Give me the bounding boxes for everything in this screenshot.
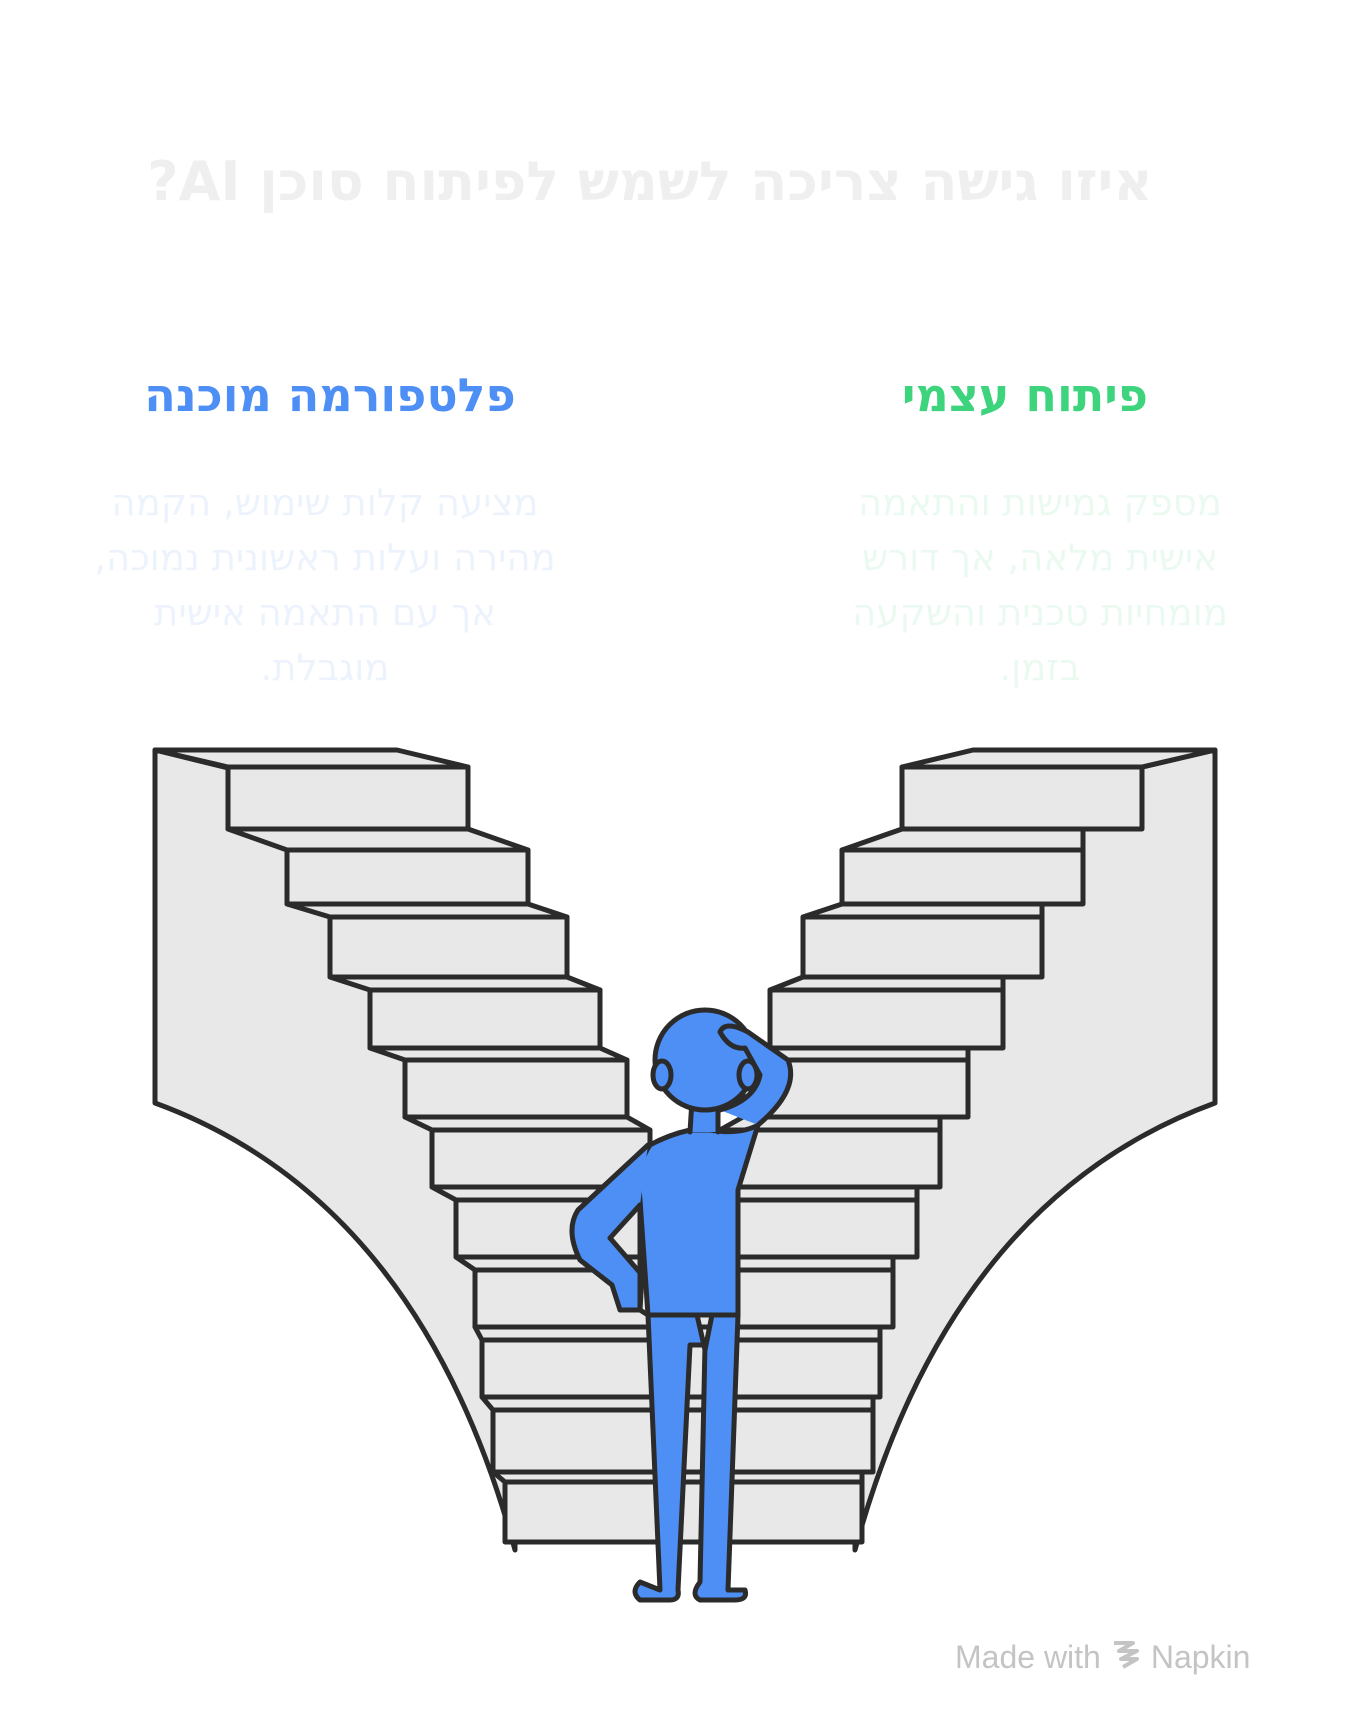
option-title-ready-platform: פלטפורמה מוכנה xyxy=(144,368,516,422)
left-staircase-icon xyxy=(152,747,715,1553)
made-with-napkin-footer[interactable]: Made with Napkin xyxy=(955,1637,1250,1677)
made-with-label: Made with xyxy=(955,1638,1101,1675)
page-title: איזו גישה צריכה לשמש לפיתוח סוכן AI? xyxy=(147,150,1153,213)
napkin-brand-label: Napkin xyxy=(1150,1638,1251,1675)
option-description-self-development: מספק גמישות והתאמה אישית מלאה, אך דורש מ… xyxy=(852,481,1228,689)
napkin-logo-icon xyxy=(1111,1637,1141,1677)
thinking-person-icon xyxy=(569,1007,794,1603)
option-title-self-development: פיתוח עצמי xyxy=(901,368,1149,422)
option-description-ready-platform: מציעה קלות שימוש, הקמה מהירה ועלות ראשונ… xyxy=(94,481,556,689)
